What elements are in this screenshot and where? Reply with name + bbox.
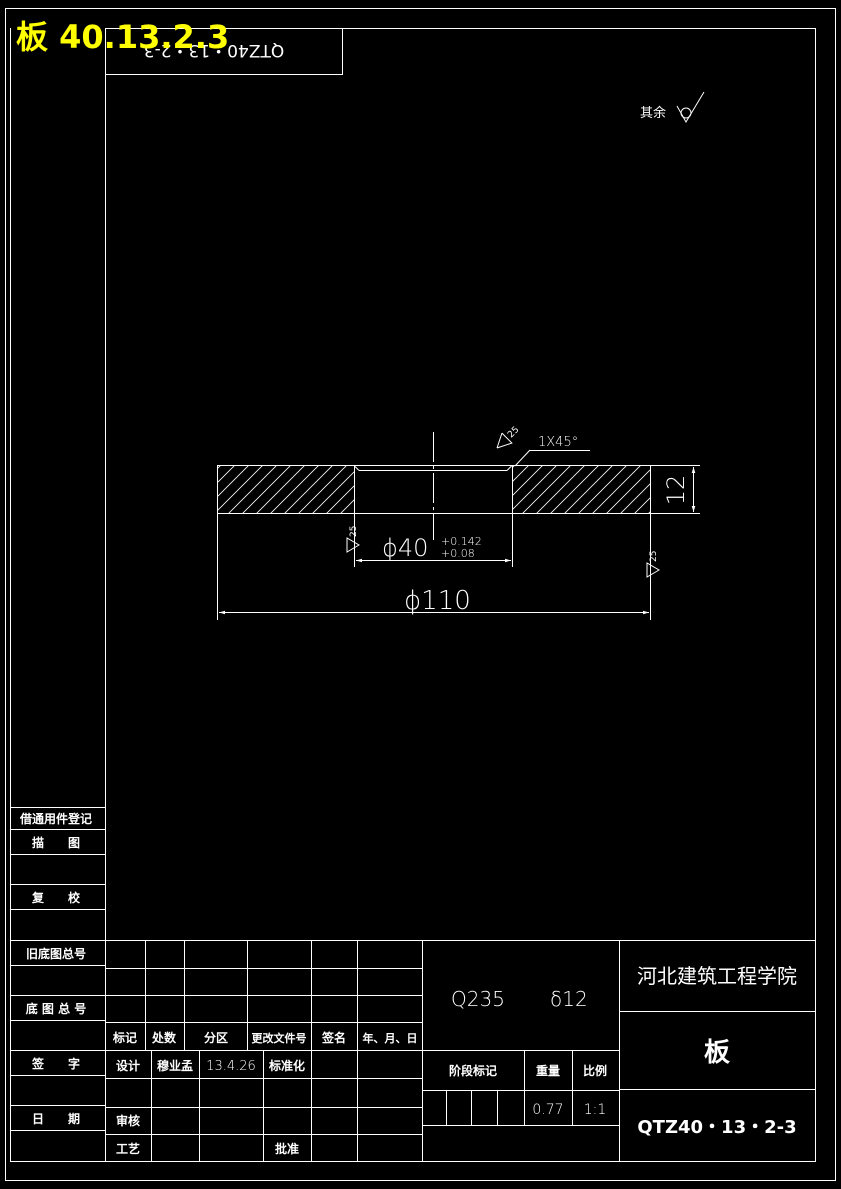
inner-diameter-dimension: ϕ40 +0.142 +0.08 25 <box>346 514 513 567</box>
outer-diameter-dimension: ϕ110 <box>217 514 651 620</box>
tolerance-upper: +0.142 <box>441 535 482 548</box>
chamfer-label: 1X45° <box>538 435 578 450</box>
label-trace: 描 图 <box>32 835 80 850</box>
scale-label: 比例 <box>583 1063 607 1078</box>
review-label: 审核 <box>116 1113 140 1128</box>
drawing-number: QTZ40・13・2-3 <box>637 1117 796 1138</box>
approve-label: 批准 <box>275 1141 299 1156</box>
thickness-value: 12 <box>662 475 690 506</box>
header-zone: 分区 <box>204 1030 228 1045</box>
school-name: 河北建筑工程学院 <box>637 964 797 988</box>
outer-diameter-value: ϕ110 <box>404 586 471 616</box>
part-section <box>217 432 651 540</box>
scale-value: 1:1 <box>584 1102 607 1118</box>
hatch-left <box>217 465 355 514</box>
title-block-grid <box>105 940 816 1162</box>
process-label: 工艺 <box>116 1141 140 1156</box>
bore-roughness: 25 <box>346 526 360 553</box>
weight-label: 重量 <box>536 1063 560 1078</box>
roughness-symbol-icon <box>676 91 705 123</box>
label-borrow: 借通用件登记 <box>19 811 92 826</box>
label-base-total: 底 图 总 号 <box>26 1001 87 1016</box>
header-sign: 签名 <box>321 1030 346 1045</box>
svg-text:25: 25 <box>649 551 659 562</box>
label-check: 复 校 <box>31 890 81 905</box>
header-count: 处数 <box>151 1030 177 1045</box>
inner-diameter-value: ϕ40 <box>382 534 428 562</box>
outer-border <box>5 8 836 1181</box>
chamfer-leader: 1X45° 25 <box>496 425 590 467</box>
svg-text:25: 25 <box>349 526 359 537</box>
label-sign: 签 字 <box>31 1056 80 1071</box>
outer-roughness: 25 <box>646 551 660 578</box>
header-date: 年、月、日 <box>363 1031 418 1045</box>
label-date: 日 期 <box>32 1111 80 1126</box>
mirrored-code: QTZ40・13・2-3 <box>144 40 284 60</box>
roughness-note-label: 其余 <box>640 105 666 121</box>
hatch-right <box>512 465 651 514</box>
header-change: 更改文件号 <box>252 1031 307 1045</box>
thickness-dimension: 12 <box>651 465 700 514</box>
design-label: 设计 <box>116 1058 140 1073</box>
material-value: Q235 <box>451 987 505 1011</box>
inner-frame <box>105 28 816 1162</box>
design-date: 13.4.26 <box>206 1059 256 1074</box>
weight-value: 0.77 <box>532 1102 563 1118</box>
standard-label: 标准化 <box>268 1058 305 1073</box>
thickness-spec: δ12 <box>550 987 588 1011</box>
chamfer-roughness-value: 25 <box>506 425 521 440</box>
designer-name: 穆业孟 <box>157 1058 193 1073</box>
part-name: 板 <box>704 1038 730 1068</box>
label-old-base: 旧底图总号 <box>26 946 86 961</box>
stage-label: 阶段标记 <box>449 1063 497 1078</box>
left-column <box>10 807 106 1131</box>
tolerance-lower: +0.08 <box>441 547 475 560</box>
code-box <box>105 28 343 75</box>
header-mark: 标记 <box>112 1030 137 1045</box>
header-overlay: 板 40.13.2.3 <box>16 18 229 56</box>
